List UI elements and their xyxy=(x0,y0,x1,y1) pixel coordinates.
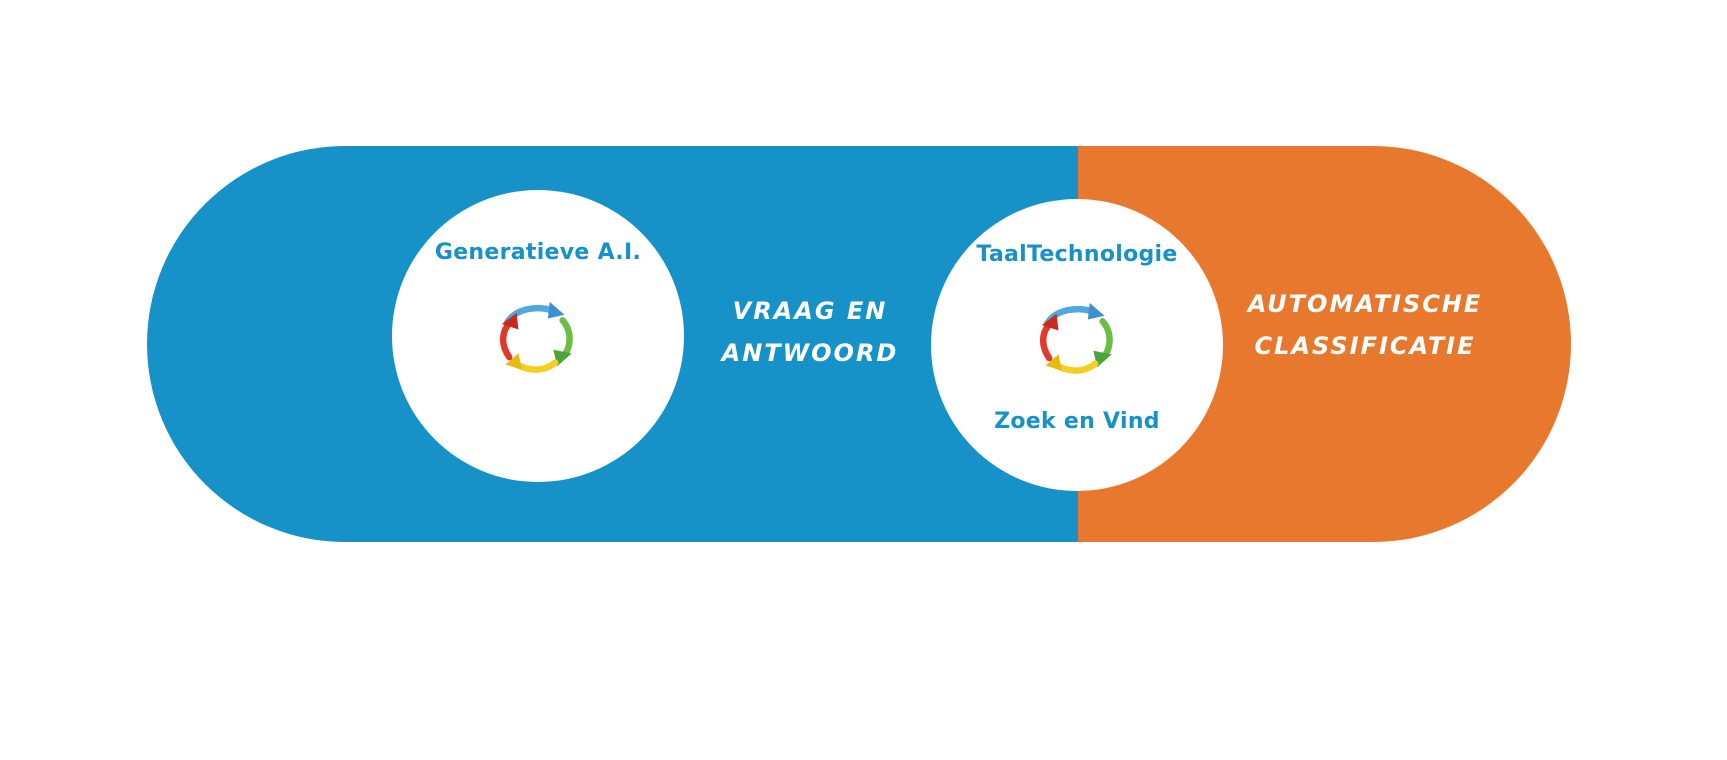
question-answer-line1: VRAAG EN xyxy=(732,297,888,325)
language-technology-label: TaalTechnologie xyxy=(976,242,1178,267)
circular-arrows-icon xyxy=(500,301,573,373)
generative-ai-circle: Generatieve A.I. xyxy=(392,190,684,482)
language-technology-circle: TaalTechnologie Zoek en Vind xyxy=(931,199,1223,491)
search-find-label: Zoek en Vind xyxy=(994,409,1160,434)
generative-ai-label: Generatieve A.I. xyxy=(434,240,642,265)
automatic-classification-text: AUTOMATISCHE CLASSIFICATIE xyxy=(1225,283,1505,367)
circular-arrows-icon xyxy=(1040,302,1113,374)
classification-line2: CLASSIFICATIE xyxy=(1254,332,1476,360)
classification-line1: AUTOMATISCHE xyxy=(1247,290,1483,318)
question-answer-text: VRAAG EN ANTWOORD xyxy=(700,290,920,374)
question-answer-line2: ANTWOORD xyxy=(721,339,899,367)
